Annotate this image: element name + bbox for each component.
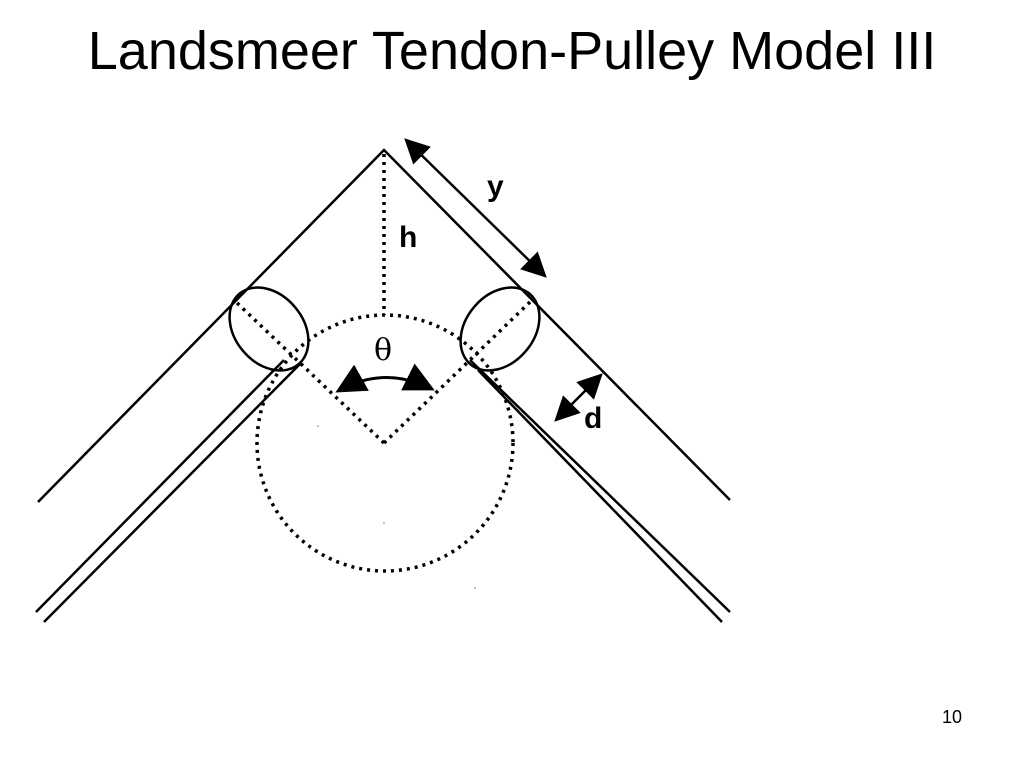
label-y: y — [487, 170, 504, 203]
label-d: d — [584, 402, 602, 435]
left-radial-line-dotted — [234, 300, 386, 445]
slide-number: 10 — [941, 707, 962, 727]
right-pulley-ellipse — [459, 286, 541, 372]
slide-title: Landsmeer Tendon-Pulley Model III — [87, 21, 937, 81]
d-dimension-arrow — [554, 373, 603, 422]
label-theta: θ — [374, 333, 392, 368]
left-tendon-line-outer — [35, 359, 285, 613]
theta-arc-arrow — [335, 363, 435, 393]
y-dimension-arrow — [404, 138, 547, 278]
right-tendon-line-inner — [477, 369, 723, 623]
left-pulley-ellipse — [228, 286, 310, 372]
right-radial-line-dotted — [382, 300, 532, 445]
right-tendon-line-outer — [469, 359, 731, 613]
speck-dot — [317, 425, 319, 427]
left-tendon-line-inner — [43, 363, 301, 623]
speck-dot — [474, 587, 476, 589]
speck-dot — [383, 522, 385, 524]
label-h: h — [399, 221, 417, 254]
outer-bone-outline — [37, 148, 731, 503]
